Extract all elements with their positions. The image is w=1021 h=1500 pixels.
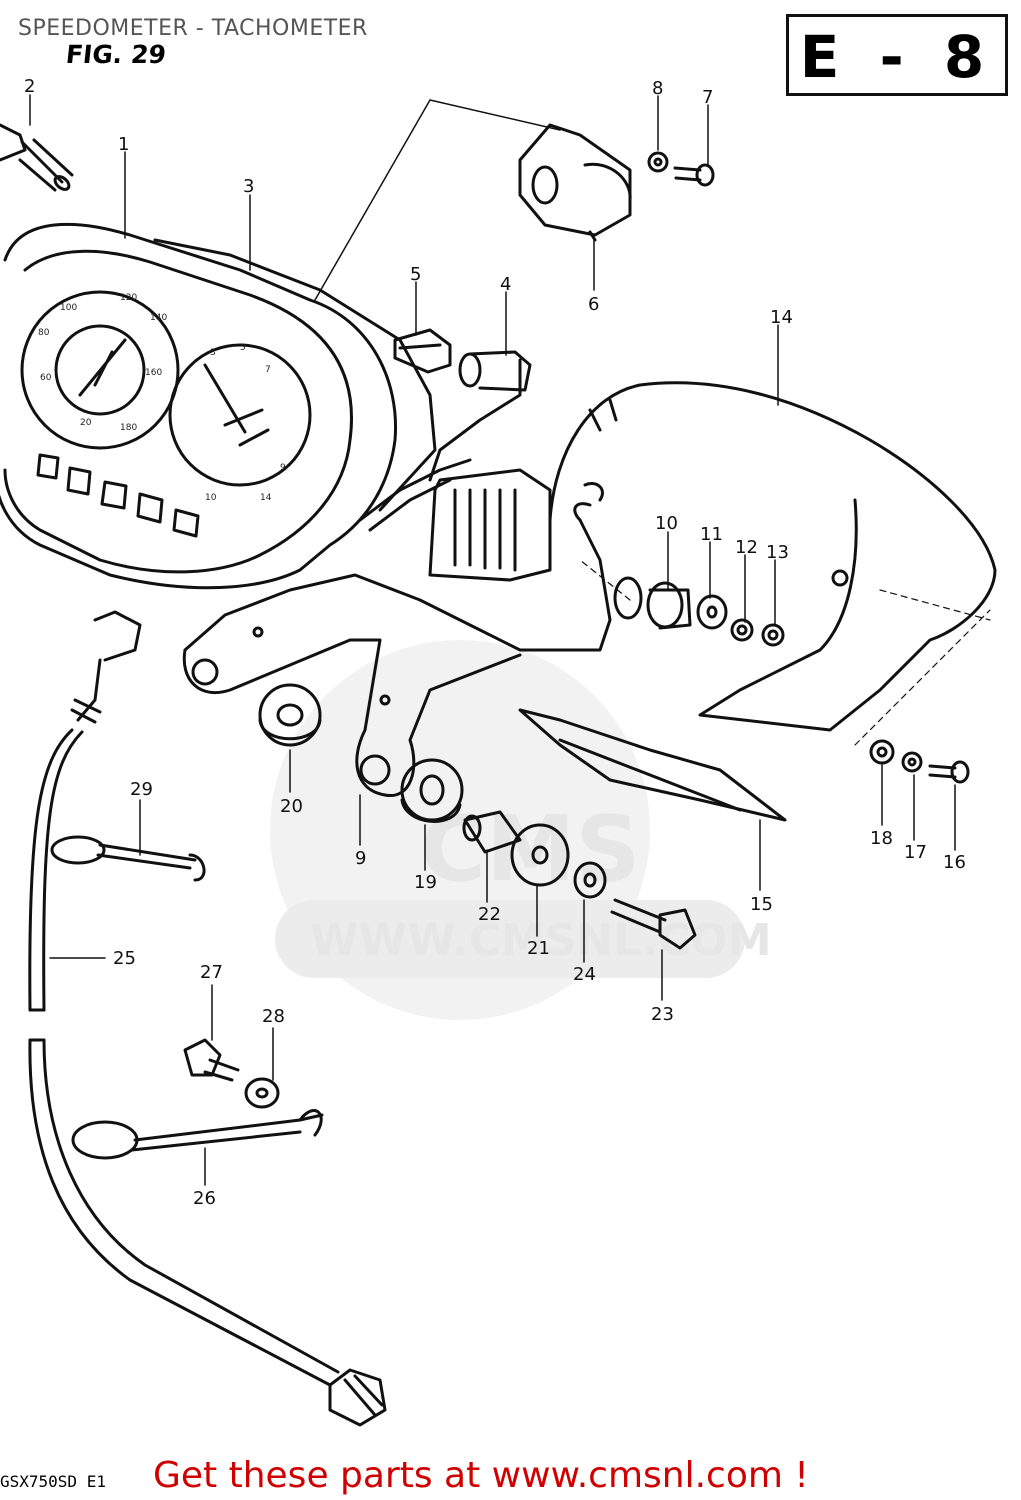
svg-text:WWW.CMSNL.COM: WWW.CMSNL.COM (310, 915, 772, 966)
svg-text:60: 60 (40, 373, 52, 383)
callout-19: 19 (414, 872, 437, 893)
section-code-box: E - 8 (786, 14, 1008, 96)
callout-22: 22 (478, 904, 501, 925)
svg-text:120: 120 (120, 293, 137, 303)
callout-18: 18 (870, 828, 893, 849)
callout-25: 25 (113, 948, 136, 969)
callout-8: 8 (652, 78, 663, 99)
callout-4: 4 (500, 274, 511, 295)
section-code: E - 8 (799, 23, 995, 91)
callout-20: 20 (280, 796, 303, 817)
wiring-harness (358, 458, 552, 582)
part-2-cable-end (0, 123, 74, 192)
page-title: SPEEDOMETER - TACHOMETER (18, 16, 368, 41)
svg-text:5: 5 (240, 343, 246, 353)
svg-text:9: 9 (280, 463, 286, 473)
callout-12: 12 (735, 537, 758, 558)
callout-11: 11 (700, 524, 723, 545)
figure-label: FIG. 29 (64, 40, 168, 69)
part-26-clip (71, 1109, 324, 1160)
callout-labels: 1 2 3 4 5 6 7 8 9 10 11 12 13 14 15 16 1… (24, 76, 966, 1209)
callout-14: 14 (770, 307, 793, 328)
part-18-washer (869, 739, 895, 765)
part-22-collar (462, 810, 522, 854)
assembly-lines (579, 559, 991, 746)
svg-text:100: 100 (60, 303, 77, 313)
part-17-nut (901, 751, 923, 773)
leader-lines (29, 94, 956, 1186)
part-28-washer (244, 1077, 280, 1109)
callout-5: 5 (410, 264, 421, 285)
part-5-bulb (393, 328, 452, 374)
callout-9: 9 (355, 848, 366, 869)
svg-text:80: 80 (38, 328, 50, 338)
svg-text:180: 180 (120, 423, 137, 433)
part-27-bolt (183, 1038, 240, 1082)
part-23-bolt (610, 898, 697, 950)
callout-29: 29 (130, 779, 153, 800)
part-20-grommet (258, 683, 322, 747)
svg-text:14: 14 (260, 493, 272, 503)
callout-1: 1 (118, 134, 129, 155)
svg-text:3: 3 (210, 348, 216, 358)
part-14-cover (548, 381, 997, 732)
part-9-bracket (182, 502, 612, 797)
svg-text:160: 160 (145, 368, 162, 378)
part-4-socket (428, 350, 532, 482)
part-6-socket (518, 123, 632, 242)
part-15-panel (518, 708, 787, 822)
shop-link[interactable]: Get these parts at www.cmsnl.com ! (153, 1455, 809, 1496)
callout-2: 2 (24, 76, 35, 97)
svg-text:10: 10 (205, 493, 217, 503)
part-25-cable (28, 610, 387, 1427)
part-1-speedometer-tachometer: 100 120 80 140 60 160 20 180 3 5 7 9 10 14 (0, 222, 437, 590)
callout-3: 3 (243, 176, 254, 197)
part-13-nut (761, 623, 785, 647)
watermark: CMS WWW.CMSNL.COM (270, 640, 772, 1020)
part-16-screw (928, 760, 970, 784)
part-29-clip (50, 835, 206, 882)
callout-15: 15 (750, 894, 773, 915)
callout-10: 10 (655, 513, 678, 534)
part-24-washer (573, 861, 607, 899)
leader-3-6 (314, 99, 561, 301)
part-19-grommet (400, 758, 464, 823)
callout-23: 23 (651, 1004, 674, 1025)
callout-28: 28 (262, 1006, 285, 1027)
callout-16: 16 (943, 852, 966, 873)
callout-24: 24 (573, 964, 596, 985)
part-10-damper (613, 576, 692, 630)
callout-26: 26 (193, 1188, 216, 1209)
svg-text:20: 20 (80, 418, 92, 428)
part-11-washer (696, 594, 728, 630)
part-7-screw (673, 163, 715, 187)
callout-17: 17 (904, 842, 927, 863)
part-21-washer (510, 823, 570, 887)
svg-text:7: 7 (265, 365, 271, 375)
part-8-nut (647, 151, 669, 173)
part-12-nut (730, 618, 754, 642)
model-code: GSX750SD E1 (0, 1472, 106, 1491)
svg-text:140: 140 (150, 313, 167, 323)
callout-27: 27 (200, 962, 223, 983)
callout-21: 21 (527, 938, 550, 959)
callout-6: 6 (588, 294, 599, 315)
callout-13: 13 (766, 542, 789, 563)
callout-7: 7 (702, 87, 713, 108)
